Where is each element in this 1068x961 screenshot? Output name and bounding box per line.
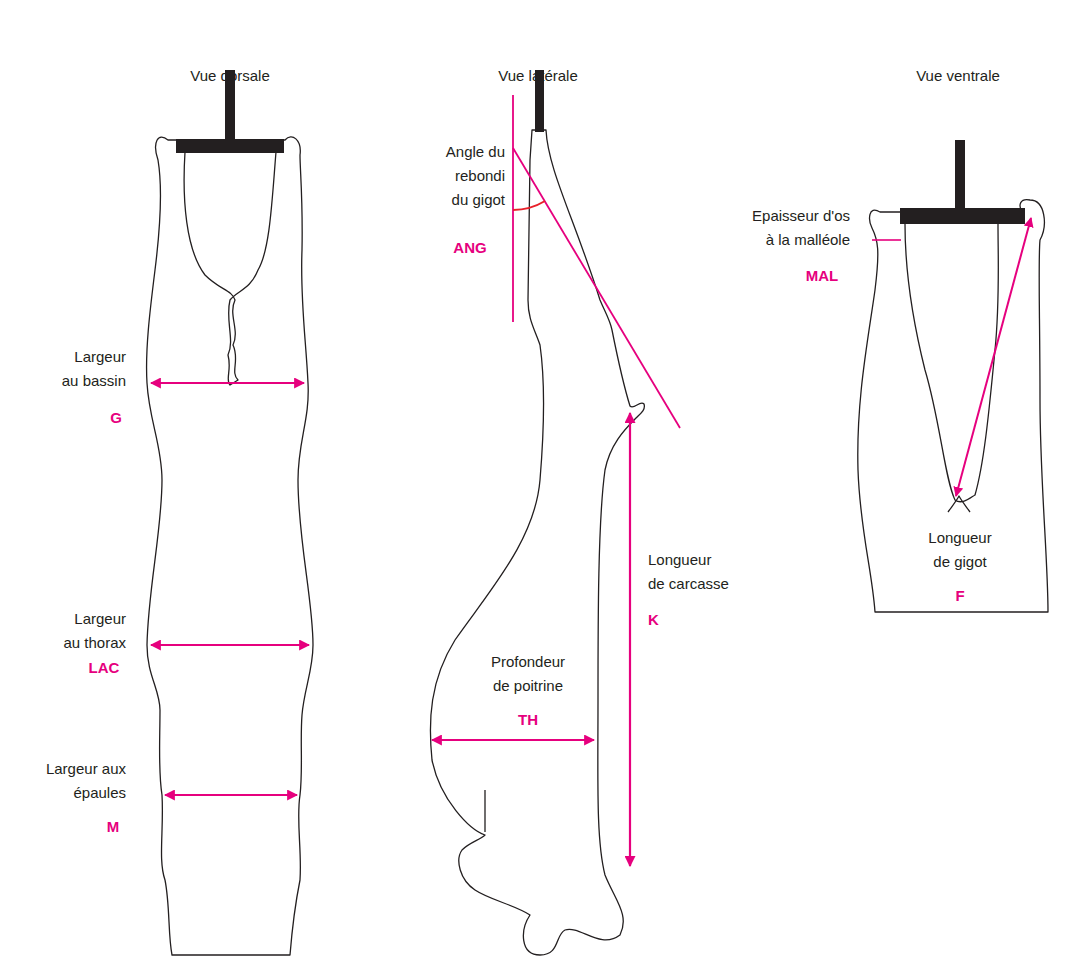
ventral-view xyxy=(858,140,1048,612)
tuft-mark xyxy=(948,496,970,512)
length-arrow xyxy=(629,413,631,866)
measure-code: M xyxy=(93,815,133,839)
measure-code: MAL xyxy=(792,264,852,288)
foreleg-line xyxy=(484,790,485,832)
measure-label: Largeur aux épaules xyxy=(42,757,126,805)
dorsal-measures xyxy=(151,383,309,795)
measure-label: Epaisseur d'os à la malléole xyxy=(740,204,850,252)
depth-arrow xyxy=(432,739,594,741)
bone-thickness-mark xyxy=(872,239,901,241)
view-title: Vue dorsale xyxy=(150,64,310,88)
leg-split-line xyxy=(905,224,998,502)
measure-label: Longueur de carcasse xyxy=(648,548,732,596)
measure-code: K xyxy=(648,608,688,632)
view-title: Vue latérale xyxy=(458,64,618,88)
hanger-bar xyxy=(900,208,1025,224)
measure-label: Profondeur de poitrine xyxy=(486,650,570,698)
measure-label: Largeur au bassin xyxy=(58,345,126,393)
width-arrow xyxy=(165,794,297,796)
hanger-hook xyxy=(955,140,965,210)
carcass-outline xyxy=(430,130,644,955)
view-title: Vue ventrale xyxy=(878,64,1038,88)
measure-label: Largeur au thorax xyxy=(62,607,126,655)
measure-code: ANG xyxy=(440,236,500,260)
measure-code: F xyxy=(940,584,980,608)
measure-label: Angle du rebondi du gigot xyxy=(439,140,505,212)
length-arrow xyxy=(956,218,1031,496)
width-arrow xyxy=(151,644,309,646)
leg-split-line xyxy=(184,152,276,385)
carcass-outline xyxy=(147,137,313,955)
vertical-reference xyxy=(512,95,514,322)
lateral-measures xyxy=(432,95,680,866)
measure-code: G xyxy=(96,406,136,430)
measure-label: Longueur de gigot xyxy=(922,526,998,574)
tangent-line xyxy=(513,148,680,428)
dorsal-view xyxy=(147,70,313,955)
measure-code: TH xyxy=(503,708,553,732)
width-arrow xyxy=(151,382,304,384)
ventral-measures xyxy=(872,218,1031,496)
leg-outline xyxy=(858,200,1048,612)
lateral-view xyxy=(430,70,644,955)
angle-arc xyxy=(513,201,545,210)
measure-code: LAC xyxy=(74,656,134,680)
